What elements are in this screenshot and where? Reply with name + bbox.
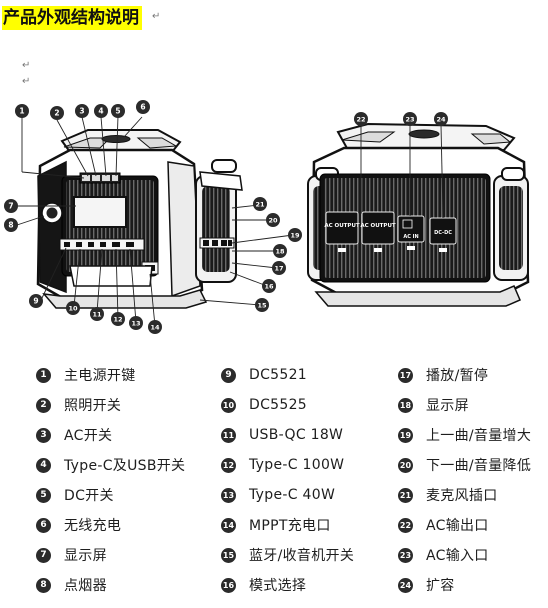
- svg-text:7: 7: [8, 202, 13, 211]
- display-screen-icon: [73, 196, 127, 228]
- callout-13: 13: [129, 316, 143, 330]
- callout-5: 5: [111, 104, 125, 118]
- callout-2: 2: [50, 106, 64, 120]
- leader-lines-right: [360, 124, 444, 219]
- callout-7: 7: [4, 199, 18, 213]
- page-title: 产品外观结构说明: [2, 6, 142, 30]
- callout-4: 4: [94, 104, 108, 118]
- callout-24: 24: [434, 112, 448, 126]
- callout-14: 14: [148, 320, 162, 334]
- svg-text:18: 18: [275, 248, 285, 256]
- svg-text:14: 14: [150, 324, 160, 332]
- callout-badges: 1 2 3 4 5 6 7 8 9 10 11 12 13 14 15 16 1…: [4, 100, 448, 334]
- callout-16: 16: [262, 279, 276, 293]
- svg-text:2: 2: [54, 109, 59, 118]
- callout-22: 22: [354, 112, 368, 126]
- dc-dc-label: DC-DC: [434, 230, 452, 236]
- callout-9: 9: [29, 294, 43, 308]
- product-diagram: AC OUTPUT AC OUTPUT AC IN DC-DC 1 2 3 4 …: [4, 100, 530, 334]
- svg-text:1: 1: [19, 107, 24, 116]
- callout-23: 23: [403, 112, 417, 126]
- callout-21: 21: [253, 197, 267, 211]
- svg-text:20: 20: [268, 217, 278, 225]
- svg-text:22: 22: [356, 116, 365, 124]
- ac-in-label: AC IN: [403, 234, 418, 240]
- svg-text:11: 11: [92, 311, 102, 319]
- callout-15: 15: [255, 298, 269, 312]
- callout-19: 19: [288, 228, 302, 242]
- svg-text:9: 9: [33, 297, 38, 306]
- device-front-view: [36, 129, 243, 309]
- svg-text:5: 5: [115, 107, 120, 116]
- svg-text:12: 12: [113, 316, 122, 324]
- callout-12: 12: [111, 312, 125, 326]
- device-back-view: AC OUTPUT AC OUTPUT AC IN DC-DC: [307, 122, 530, 307]
- callout-18: 18: [273, 244, 287, 258]
- svg-text:8: 8: [8, 221, 13, 230]
- svg-text:4: 4: [98, 107, 103, 116]
- callout-8: 8: [4, 218, 18, 232]
- svg-text:21: 21: [255, 201, 265, 209]
- ac-in-socket-icon: [402, 219, 413, 229]
- svg-text:24: 24: [436, 116, 446, 124]
- paragraph-mark: ↵: [22, 76, 31, 87]
- svg-text:13: 13: [131, 320, 140, 328]
- svg-text:16: 16: [264, 283, 274, 291]
- svg-text:6: 6: [140, 103, 145, 112]
- callout-3: 3: [75, 104, 89, 118]
- svg-text:23: 23: [405, 116, 414, 124]
- paragraph-mark: ↵: [22, 60, 31, 71]
- ac-output-label-2: AC OUTPUT: [360, 223, 396, 229]
- callout-11: 11: [90, 307, 104, 321]
- svg-text:10: 10: [68, 305, 78, 313]
- svg-text:3: 3: [79, 107, 84, 116]
- paragraph-mark: ↵: [152, 11, 161, 22]
- callout-20: 20: [266, 213, 280, 227]
- callout-10: 10: [66, 301, 80, 315]
- wireless-charger-icon: [101, 135, 131, 143]
- callout-6: 6: [136, 100, 150, 114]
- svg-text:15: 15: [257, 302, 267, 310]
- svg-text:19: 19: [290, 232, 300, 240]
- ac-output-label: AC OUTPUT: [324, 223, 360, 229]
- svg-text:17: 17: [274, 265, 283, 273]
- callout-17: 17: [272, 261, 286, 275]
- leader-lines-left: [16, 112, 294, 327]
- callout-1: 1: [15, 104, 29, 118]
